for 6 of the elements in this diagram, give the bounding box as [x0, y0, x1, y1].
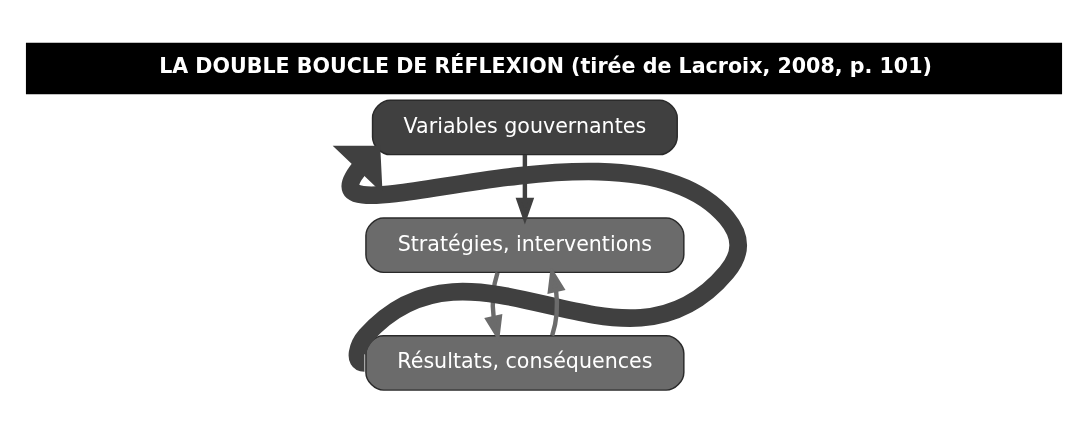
node-box: Résultats, conséquences: [365, 334, 685, 391]
diagram-title: LA DOUBLE BOUCLE DE RÉFLEXION (tirée de Lacroix, 2008, p. 101): [159, 53, 932, 78]
node-box: Variables gouvernantes: [371, 98, 678, 155]
arrow: [332, 145, 747, 370]
arrow: [515, 154, 535, 224]
node-box: Stratégies, interventions: [365, 216, 685, 273]
